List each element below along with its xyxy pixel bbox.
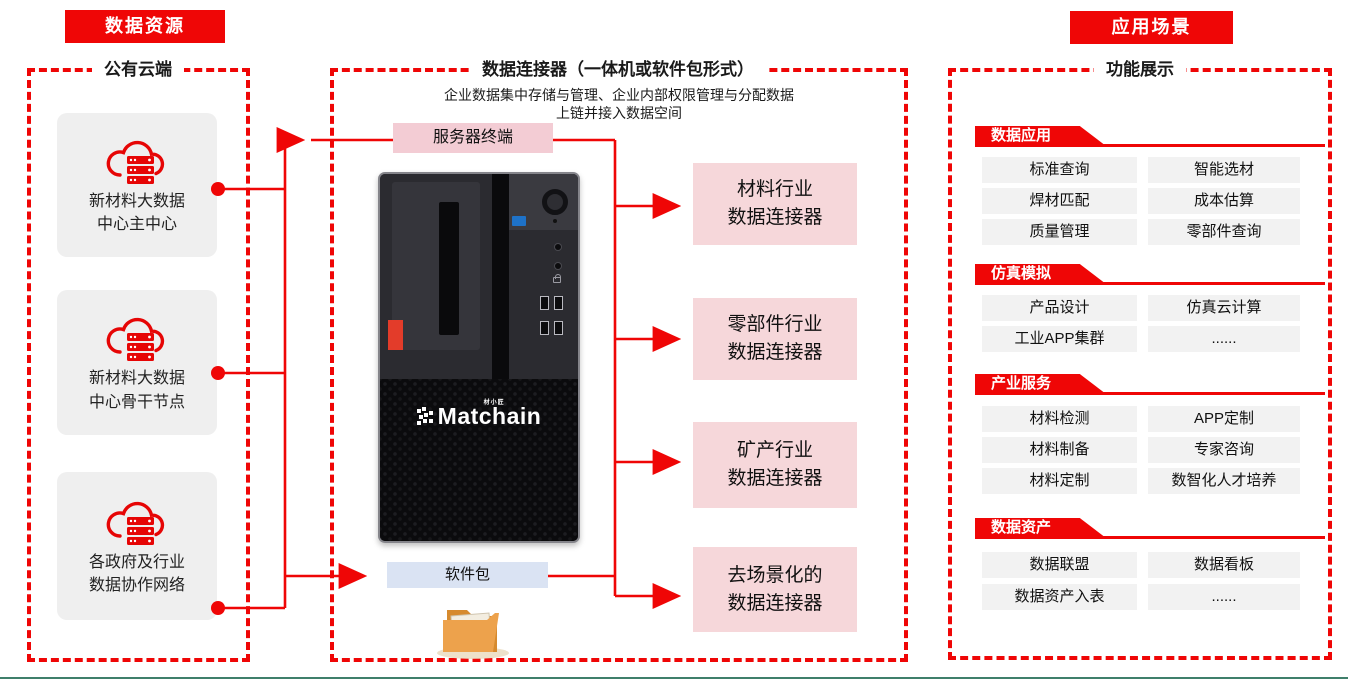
section-underline bbox=[975, 282, 1325, 285]
usb-port-icon bbox=[540, 296, 549, 310]
lock-icon bbox=[553, 274, 561, 283]
feature-item: 数据资产入表 bbox=[982, 584, 1137, 610]
cloud-card-main-center: 新材料大数据中心主中心 bbox=[57, 113, 217, 257]
software-package-label: 软件包 bbox=[387, 562, 548, 588]
feature-item: APP定制 bbox=[1148, 406, 1300, 432]
matchain-logo-subtext: 材小匠 bbox=[483, 400, 505, 406]
feature-item: ...... bbox=[1148, 326, 1300, 352]
section-header-data-apps: 数据应用 bbox=[975, 126, 1106, 146]
section-items-data-apps: 标准查询 智能选材 焊材匹配 成本估算 质量管理 零部件查询 bbox=[982, 157, 1300, 245]
bottom-rule bbox=[0, 677, 1348, 679]
section-underline bbox=[975, 536, 1325, 539]
section-items-data-assets: 数据联盟 数据看板 数据资产入表 ...... bbox=[982, 552, 1300, 610]
data-resources-banner: 数据资源 bbox=[65, 10, 225, 43]
power-led bbox=[553, 219, 557, 223]
section-header-simulation: 仿真模拟 bbox=[975, 264, 1106, 284]
feature-item: 零部件查询 bbox=[1148, 219, 1300, 245]
cloud-server-icon bbox=[106, 140, 165, 184]
tower-front-panel bbox=[380, 174, 578, 379]
feature-item: 产品设计 bbox=[982, 295, 1137, 321]
folder-icon bbox=[437, 610, 509, 659]
power-button-icon bbox=[542, 189, 568, 215]
cloud-server-icon bbox=[106, 318, 165, 362]
feature-item: 成本估算 bbox=[1148, 188, 1300, 214]
matchain-logo-mark-icon bbox=[416, 406, 433, 425]
section-header-industry-services: 产业服务 bbox=[975, 374, 1106, 394]
card-label: 各政府及行业 bbox=[88, 553, 185, 571]
red-accent-stripe bbox=[388, 320, 403, 350]
panel-divider bbox=[492, 174, 509, 379]
section-items-industry-services: 材料检测 APP定制 材料制备 专家咨询 材料定制 数智化人才培养 bbox=[982, 406, 1300, 494]
feature-item: 材料制备 bbox=[982, 437, 1137, 463]
feature-item: 材料定制 bbox=[982, 468, 1137, 494]
optical-drive-slot bbox=[439, 202, 459, 335]
usb-port-icon bbox=[554, 321, 563, 335]
server-terminal-label: 服务器终端 bbox=[393, 123, 553, 153]
feature-item: 专家咨询 bbox=[1148, 437, 1300, 463]
card-label: 新材料大数据 bbox=[88, 192, 185, 210]
feature-item: 仿真云计算 bbox=[1148, 295, 1300, 321]
optical-drive-bay bbox=[392, 182, 480, 350]
feature-item: 标准查询 bbox=[982, 157, 1137, 183]
connector-box-mining: 矿产行业 数据连接器 bbox=[693, 422, 857, 508]
intel-badge bbox=[512, 216, 526, 226]
section-header-data-assets: 数据资产 bbox=[975, 518, 1106, 538]
feature-item: 数据看板 bbox=[1148, 552, 1300, 578]
cloud-card-gov-network: 各政府及行业数据协作网络 bbox=[57, 472, 217, 620]
section-underline bbox=[975, 144, 1325, 147]
data-connector-subtitle: 企业数据集中存储与管理、企业内部权限管理与分配数据 上链并接入数据空间 bbox=[444, 87, 794, 122]
audio-jack-icon bbox=[555, 263, 561, 269]
feature-item: 焊材匹配 bbox=[982, 188, 1137, 214]
public-cloud-title: 公有云端 bbox=[92, 55, 184, 80]
hex-mesh-grille: Matchain 材小匠 bbox=[380, 379, 578, 541]
matchain-logo-text: Matchain 材小匠 bbox=[438, 400, 542, 430]
data-connector-title: 数据连接器（一体机或软件包形式） bbox=[470, 55, 766, 80]
usb-port-icon bbox=[540, 321, 549, 335]
feature-item: 数据联盟 bbox=[982, 552, 1137, 578]
connector-box-materials: 材料行业 数据连接器 bbox=[693, 163, 857, 245]
cloud-server-icon bbox=[106, 501, 165, 545]
connector-box-parts: 零部件行业 数据连接器 bbox=[693, 298, 857, 380]
cloud-card-backbone-node: 新材料大数据中心骨干节点 bbox=[57, 290, 217, 435]
feature-item: ...... bbox=[1148, 584, 1300, 610]
feature-item: 材料检测 bbox=[982, 406, 1137, 432]
connector-box-descenario: 去场景化的 数据连接器 bbox=[693, 547, 857, 632]
function-display-title: 功能展示 bbox=[1094, 55, 1186, 80]
feature-item: 智能选材 bbox=[1148, 157, 1300, 183]
matchain-logo: Matchain 材小匠 bbox=[380, 400, 578, 430]
application-scenarios-banner: 应用场景 bbox=[1070, 11, 1233, 44]
audio-jack-icon bbox=[555, 244, 561, 250]
section-underline bbox=[975, 392, 1325, 395]
section-items-simulation: 产品设计 仿真云计算 工业APP集群 ...... bbox=[982, 295, 1300, 352]
feature-item: 数智化人才培养 bbox=[1148, 468, 1300, 494]
usb-port-icon bbox=[554, 296, 563, 310]
server-tower-image: Matchain 材小匠 bbox=[378, 172, 580, 543]
feature-item: 工业APP集群 bbox=[982, 326, 1137, 352]
card-label: 新材料大数据 bbox=[88, 370, 185, 388]
feature-item: 质量管理 bbox=[982, 219, 1137, 245]
